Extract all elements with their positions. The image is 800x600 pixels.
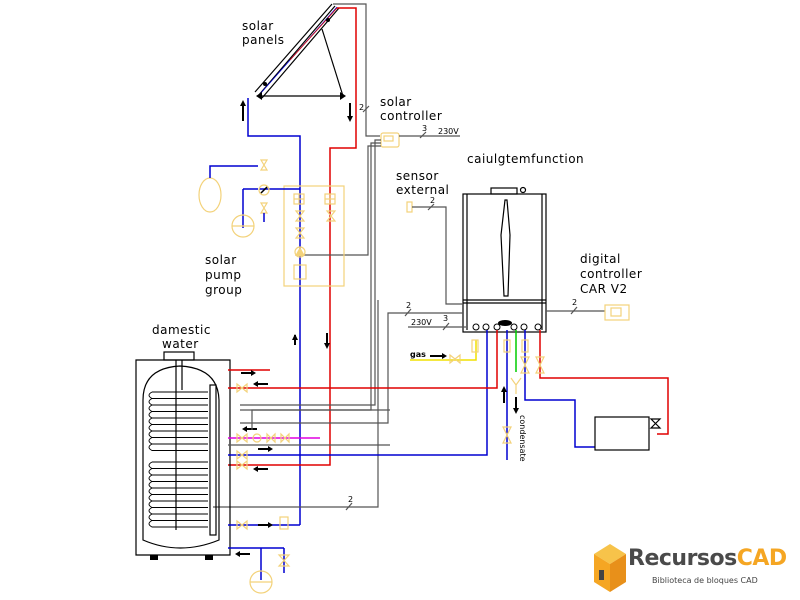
label-solar-panels-2: panels: [242, 33, 285, 47]
tank-sensor-wire-count: 2: [348, 495, 353, 504]
label-pump-group-2: pump: [205, 268, 242, 282]
tank-coil-turn: [148, 404, 208, 412]
radiator: [594, 416, 650, 451]
tank-coil-turn: [148, 507, 208, 515]
label-gas: gas: [410, 350, 426, 359]
tank-coil-turn: [148, 513, 208, 521]
logo-tagline: Biblioteca de bloques CAD: [652, 576, 758, 585]
solar-controller: [380, 132, 400, 148]
logo-cube-icon: [594, 544, 626, 592]
cold-water-inlet: [228, 547, 285, 580]
tank-coil-turn: [148, 430, 208, 438]
tank-coil-turn: [148, 424, 208, 432]
tank-coil-turn: [148, 398, 208, 406]
solar-return-pipe: [247, 98, 301, 525]
safety-valve: [259, 159, 269, 171]
label-solar-panels-1: solar: [242, 19, 274, 33]
controller-power-voltage: 230V: [438, 127, 459, 136]
tank-coil-turn: [148, 468, 208, 476]
arrow-down-icon: [347, 116, 353, 122]
digital-controller: [604, 304, 630, 321]
pressure-gauge: [258, 184, 270, 196]
boiler-wire-a-count: 2: [406, 301, 411, 310]
tank-coil-turn: [148, 494, 208, 502]
tank-coil-turn: [148, 487, 208, 495]
arrow-up-icon: [240, 100, 246, 106]
panel-wire-count: 2: [359, 103, 364, 112]
tank-valves: [236, 382, 290, 531]
label-boiler: caiulgtemfunction: [467, 152, 584, 166]
gas-valve: [449, 353, 461, 365]
tank-coil-turn: [148, 461, 208, 469]
tank-coil-turn: [148, 437, 208, 445]
label-condensate: condensate: [518, 415, 527, 462]
tank-coil-turn: [148, 391, 208, 399]
solar-panel: [254, 3, 346, 100]
sensor-wire: [412, 206, 463, 305]
boiler-hot-pipe: [240, 330, 498, 389]
label-digital-controller-1: digital: [580, 252, 621, 266]
label-sensor-external-2: external: [396, 183, 449, 197]
controller-power-count: 3: [422, 124, 427, 133]
label-digital-controller-2: controller: [580, 267, 642, 281]
label-pump-group-3: group: [205, 283, 242, 297]
boiler-power-count: 3: [443, 314, 448, 323]
radiator-flow: [539, 330, 669, 435]
controller-wire-1: [240, 139, 381, 406]
label-tank-2: water: [162, 337, 199, 351]
solar-pump-group-box: [283, 185, 345, 287]
radiator-valve: [649, 418, 662, 429]
recursoscad-logo: RecursosCAD Biblioteca de bloques CAD: [590, 540, 800, 600]
label-sensor-external-1: sensor: [396, 169, 439, 183]
gas-pipe: [410, 340, 477, 361]
boiler: [462, 186, 547, 333]
panel-sensor-wire: [333, 3, 380, 137]
tank-coil-turn: [148, 481, 208, 489]
label-digital-controller-3: CAR V2: [580, 282, 628, 296]
controller-pump-wire: [304, 145, 381, 256]
pump-group-components: [293, 193, 337, 280]
solar-flow-pipe: [228, 7, 357, 466]
tank-coil-turn: [148, 443, 208, 451]
tank-sensor-wire: [213, 300, 379, 508]
digital-controller-wire-count: 2: [572, 298, 577, 307]
label-tank-1: damestic: [152, 323, 211, 337]
tank-coil-turn: [148, 474, 208, 482]
boiler-power-voltage: 230V: [411, 318, 432, 327]
tank-coil-turn: [148, 520, 208, 528]
radiator-return: [524, 330, 595, 448]
tank-coil-turn: [148, 417, 208, 425]
tank-coil-turn: [148, 411, 208, 419]
external-sensor: [406, 201, 413, 213]
tank-flow-arrows: [235, 333, 330, 557]
logo-brand: RecursosCAD: [628, 546, 787, 571]
label-solar-controller-2: controller: [380, 109, 442, 123]
boiler-cold-pipe: [240, 330, 488, 456]
boiler-wire-a: [240, 312, 463, 424]
tank-coil-turn: [148, 500, 208, 508]
inlet-safety-valve: [277, 554, 291, 567]
domestic-water-tank: [135, 351, 231, 560]
label-solar-controller-1: solar: [380, 95, 412, 109]
sensor-wire-count: 2: [430, 196, 435, 205]
expansion-vessel: [198, 177, 222, 213]
label-pump-group-1: solar: [205, 253, 237, 267]
